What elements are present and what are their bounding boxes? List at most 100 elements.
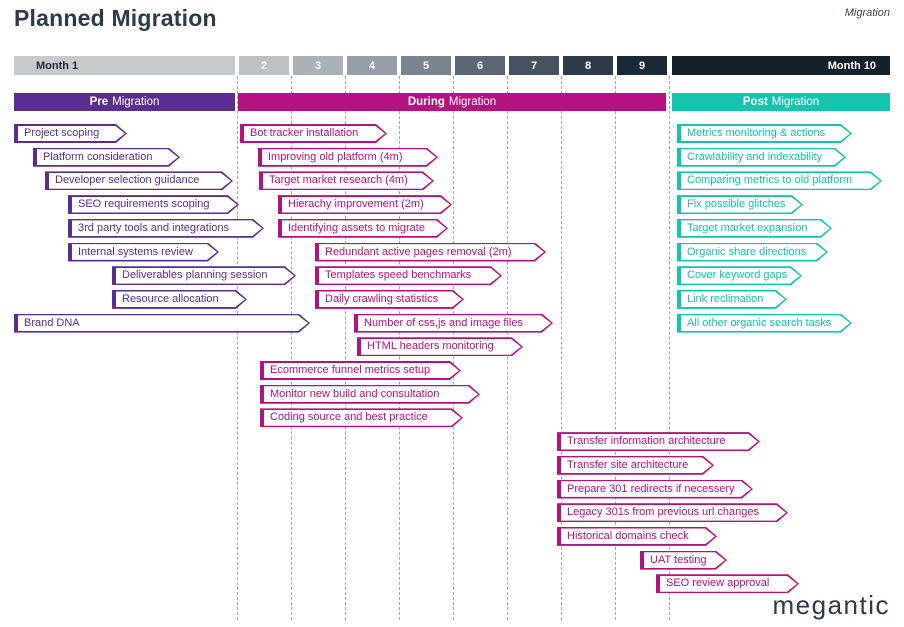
month-cell-4: 4	[347, 56, 397, 75]
task-label: Prepare 301 redirects if necessery	[567, 482, 735, 495]
task-item: Fix possible glitches	[677, 195, 803, 214]
task-item: SEO requirements scoping	[68, 195, 239, 214]
task-item: Hierachy improvement (2m)	[278, 195, 452, 214]
task-arrow-shape	[278, 195, 452, 214]
task-item: Number of css,js and image files	[354, 314, 553, 333]
task-item: Legacy 301s from previous url changes	[557, 503, 788, 522]
task-label: 3rd party tools and integrations	[78, 221, 230, 234]
task-arrow-shape	[656, 574, 799, 593]
task-item: UAT testing	[640, 551, 727, 570]
task-label: Developer selection guidance	[55, 174, 200, 187]
month-cell-8: 8	[563, 56, 613, 75]
task-label: Resource allocation	[122, 292, 219, 305]
task-item: SEO review approval	[656, 574, 799, 593]
phase-label-bold: During	[407, 96, 445, 108]
task-arrow-shape	[315, 290, 464, 309]
task-arrow-fill	[361, 339, 521, 355]
task-arrow-fill	[319, 244, 544, 260]
task-arrow-fill	[561, 481, 751, 497]
task-arrow-shape	[677, 266, 802, 285]
task-arrow-fill	[358, 315, 551, 331]
task-item: Monitor new build and consultation	[260, 385, 480, 404]
task-label: HTML headers monitoring	[367, 340, 494, 353]
task-arrow-fill	[681, 268, 800, 284]
task-label: Monitor new build and consultation	[270, 387, 440, 400]
task-item: Target market research (4m)	[259, 171, 434, 190]
task-arrow-fill	[644, 552, 725, 568]
task-item: Transfer site architecture	[557, 456, 714, 475]
task-arrow-fill	[681, 315, 850, 331]
task-arrow-shape	[677, 314, 852, 333]
megantic-logo: megantic	[772, 590, 890, 620]
phase-label-bold: Post	[742, 96, 768, 108]
task-label: All other organic search tasks	[687, 316, 832, 329]
task-item: Comparing metrics to old platform	[677, 171, 882, 190]
task-arrow-shape	[677, 171, 882, 190]
task-arrow-shape	[68, 243, 219, 262]
task-label: Historical domains check	[567, 529, 689, 542]
task-arrow-shape	[557, 456, 714, 475]
task-arrow-shape	[640, 551, 727, 570]
task-arrow-fill	[72, 244, 217, 260]
task-item: Templates speed benchmarks	[315, 266, 502, 285]
task-item: Deliverables planning session	[112, 266, 296, 285]
task-item: All other organic search tasks	[677, 314, 852, 333]
task-item: HTML headers monitoring	[357, 337, 523, 356]
task-arrow-shape	[677, 290, 787, 309]
task-item: Redundant active pages removal (2m)	[315, 243, 546, 262]
phase-label-bold: Pre	[89, 96, 109, 108]
task-arrow-fill	[116, 268, 294, 284]
task-item: Developer selection guidance	[45, 171, 233, 190]
month-gridline-9	[669, 76, 670, 620]
task-arrow-fill	[262, 149, 436, 165]
task-arrow-shape	[240, 124, 387, 143]
task-item: Transfer information architecture	[557, 432, 760, 451]
task-arrow-shape	[45, 171, 233, 190]
task-label: Redundant active pages removal (2m)	[325, 245, 512, 258]
task-label: Link reclimation	[687, 292, 764, 305]
task-label: Legacy 301s from previous url changes	[567, 506, 759, 519]
month-cell-2: 2	[239, 56, 289, 75]
task-item: Bot tracker installation	[240, 124, 387, 143]
task-arrow-shape	[14, 314, 310, 333]
task-arrow-shape	[557, 432, 760, 451]
task-arrow-shape	[557, 503, 788, 522]
task-arrow-shape	[557, 480, 753, 499]
task-item: Ecommerce funnel metrics setup	[260, 361, 461, 380]
task-label: UAT testing	[650, 553, 707, 566]
task-label: Number of css,js and image files	[364, 316, 523, 329]
task-arrow-fill	[681, 244, 826, 260]
task-item: 3rd party tools and integrations	[68, 219, 264, 238]
month-cell-1: Month 1	[14, 56, 235, 75]
task-item: Coding source and best practice	[260, 408, 463, 427]
task-label: Daily crawling statistics	[325, 292, 439, 305]
task-arrow-fill	[49, 173, 231, 189]
task-label: Fix possible glitches	[687, 198, 786, 211]
task-arrow-shape	[259, 171, 434, 190]
phase-label-rest: Migration	[448, 96, 497, 108]
task-arrow-fill	[282, 197, 450, 213]
task-label: Metrics monitoring & actions	[687, 127, 826, 139]
task-arrow-fill	[18, 126, 125, 142]
task-arrow-fill	[244, 126, 385, 142]
month-gridline-8	[615, 76, 616, 620]
task-label: Deliverables planning session	[122, 269, 268, 282]
task-label: Target market expansion	[687, 221, 808, 234]
task-arrow-fill	[18, 315, 308, 331]
task-label: Templates speed benchmarks	[325, 269, 472, 282]
task-item: Cover keyword gaps	[677, 266, 802, 285]
task-arrow-shape	[260, 408, 463, 427]
task-arrow-fill	[319, 268, 500, 284]
task-arrow-shape	[315, 243, 546, 262]
month-gridline-2	[291, 76, 292, 620]
task-arrow-fill	[264, 386, 478, 402]
task-arrow-shape	[68, 219, 264, 238]
task-arrow-fill	[561, 505, 786, 521]
task-arrow-fill	[116, 291, 245, 307]
task-item: Internal systems review	[68, 243, 219, 262]
task-arrow-shape	[677, 124, 852, 143]
task-arrow-fill	[561, 434, 758, 450]
task-arrow-shape	[677, 195, 803, 214]
